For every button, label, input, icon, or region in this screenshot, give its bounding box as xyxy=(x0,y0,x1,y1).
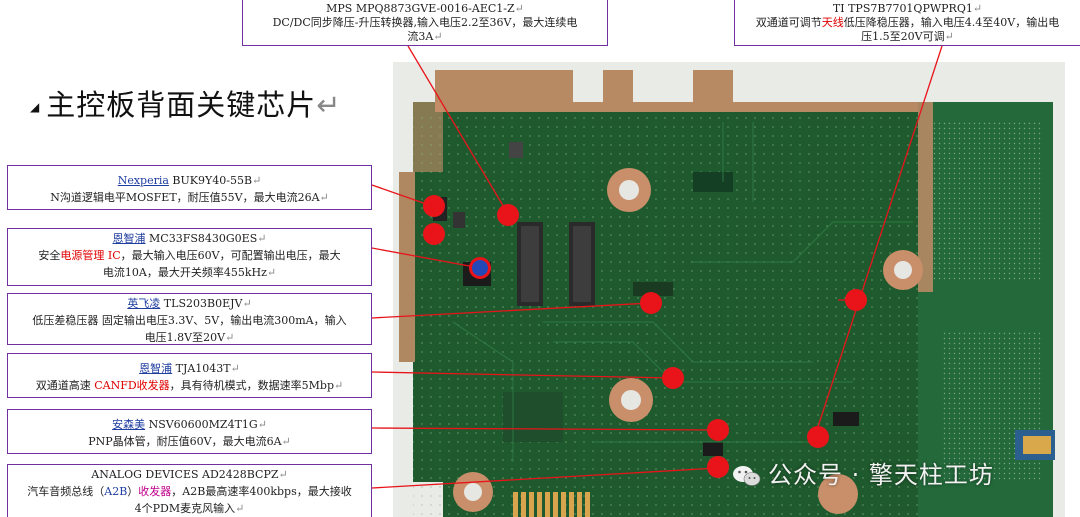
callout-mps: MPS MPQ8873GVE-0016-AEC1-Z↵ DC/DC同步降压-升压… xyxy=(242,0,608,46)
slide-title-text: 主控板背面关键芯片 xyxy=(46,88,317,122)
callout-nxp-pmic: 恩智浦 MC33FS8430G0ES↵ 安全电源管理 IC，最大输入电压60V，… xyxy=(7,228,372,286)
nexperia-title: Nexperia BUK9Y40-55B↵ xyxy=(117,174,262,187)
bullet-triangle-icon: ◢ xyxy=(30,100,41,114)
adi-line3: 4个PDM麦克风输入↵ xyxy=(134,502,245,515)
pcb-board-photo xyxy=(393,62,1065,517)
infineon-line3: 电压1.8V至20V↵ xyxy=(144,331,235,344)
mps-line2: DC/DC同步降压-升压转换器,输入电压2.2至36V，最大连续电 xyxy=(272,16,578,29)
ti-line1: TI TPS7B7701QPWPRQ1↵ xyxy=(832,2,983,15)
onsemi-desc: PNP晶体管，耐压值60V，最大电流6A↵ xyxy=(88,435,291,448)
onsemi-title: 安森美 NSV60600MZ4T1G↵ xyxy=(112,418,267,431)
nexperia-desc: N沟道逻辑电平MOSFET，耐压值55V，最大电流26A↵ xyxy=(50,191,329,204)
ti-line3: 压1.5至20V可调↵ xyxy=(861,30,954,43)
wechat-icon xyxy=(732,464,762,488)
nxp-can-line2: 双通道高速 CANFD收发器，具有待机模式，数据速率5Mbp↵ xyxy=(35,379,344,392)
adi-title: ANALOG DEVICES AD2428BCPZ↵ xyxy=(91,468,288,481)
mps-line3: 流3A↵ xyxy=(407,30,443,43)
slide-title: ◢ 主控板背面关键芯片↵ xyxy=(30,82,342,124)
ti-line2: 双通道可调节天线低压降稳压器，输入电压4.4至40V，输出电 xyxy=(755,16,1060,29)
infineon-title: 英飞凌 TLS203B0EJV↵ xyxy=(127,297,252,310)
callout-ti: TI TPS7B7701QPWPRQ1↵ 双通道可调节天线低压降稳压器，输入电压… xyxy=(734,0,1080,46)
pcb-board-svg xyxy=(393,62,1065,517)
mps-line1: MPS MPQ8873GVE-0016-AEC1-Z↵ xyxy=(326,2,524,15)
callout-nexperia: Nexperia BUK9Y40-55B↵ N沟道逻辑电平MOSFET，耐压值5… xyxy=(7,165,372,210)
nxp-pmic-line3: 电流10A，最大开关频率455kHz↵ xyxy=(102,266,277,279)
callout-adi: ANALOG DEVICES AD2428BCPZ↵ 汽车音频总线（A2B）收发… xyxy=(7,464,372,517)
watermark: 公众号 · 擎天柱工坊 xyxy=(732,455,994,490)
callout-nxp-can: 恩智浦 TJA1043T↵ 双通道高速 CANFD收发器，具有待机模式，数据速率… xyxy=(7,353,372,398)
nxp-pmic-line2: 安全电源管理 IC，最大输入电压60V，可配置输出电压，最大 xyxy=(38,249,341,262)
nxp-can-title: 恩智浦 TJA1043T↵ xyxy=(139,362,240,375)
nxp-pmic-title: 恩智浦 MC33FS8430G0ES↵ xyxy=(112,232,267,245)
adi-line2: 汽车音频总线（A2B）收发器，A2B最高速率400kbps，最大接收 xyxy=(27,485,352,498)
watermark-text: 公众号 · 擎天柱工坊 xyxy=(768,461,994,489)
infineon-line2: 低压差稳压器 固定输出电压3.3V、5V，输出电流300mA，输入 xyxy=(32,314,347,327)
return-mark: ↵ xyxy=(316,88,342,122)
callout-onsemi: 安森美 NSV60600MZ4T1G↵ PNP晶体管，耐压值60V，最大电流6A… xyxy=(7,409,372,454)
callout-infineon: 英飞凌 TLS203B0EJV↵ 低压差稳压器 固定输出电压3.3V、5V，输出… xyxy=(7,293,372,345)
